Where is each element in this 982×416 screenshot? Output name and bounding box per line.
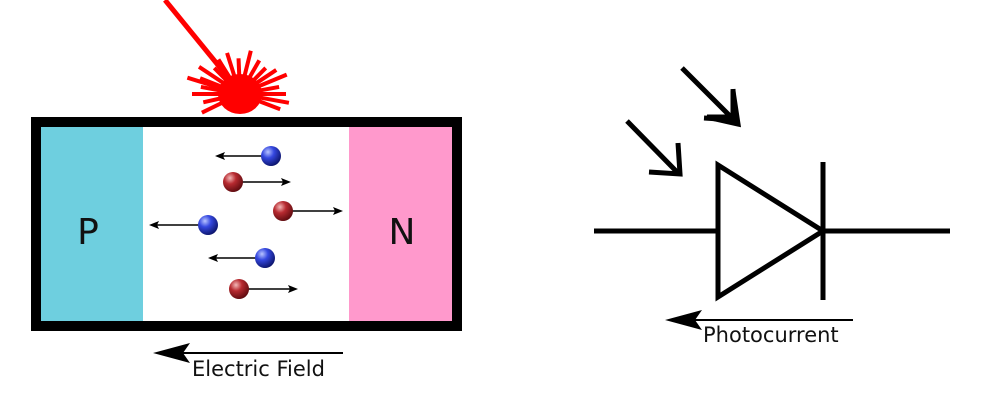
light-arrow-icon xyxy=(625,119,683,177)
photocurrent-label: Photocurrent xyxy=(703,323,839,347)
diode-triangle xyxy=(715,160,828,302)
light-burst-core xyxy=(218,74,262,114)
photocurrent-arrow xyxy=(665,310,853,330)
electric-field-arrow xyxy=(153,343,343,363)
light-burst-icon xyxy=(186,50,290,115)
charge-carriers xyxy=(149,146,343,299)
device-outline xyxy=(31,117,462,331)
hole-carrier xyxy=(273,201,343,221)
hole-carrier xyxy=(223,172,291,192)
electron-carrier xyxy=(215,146,281,166)
hole-carrier xyxy=(229,279,298,299)
hole-icon xyxy=(229,279,249,299)
electron-icon xyxy=(198,215,218,235)
p-region-label: P xyxy=(77,212,99,253)
hole-icon xyxy=(223,172,243,192)
p-region xyxy=(36,122,143,326)
pn-junction-device: P N xyxy=(31,0,462,381)
hole-icon xyxy=(273,201,293,221)
electron-carrier xyxy=(149,215,218,235)
photodiode-symbol: Photocurrent xyxy=(594,66,950,347)
electron-carrier xyxy=(208,248,275,268)
electron-icon xyxy=(255,248,275,268)
electron-icon xyxy=(261,146,281,166)
electric-field-label: Electric Field xyxy=(192,357,325,381)
n-region-label: N xyxy=(389,212,416,253)
n-region xyxy=(349,122,457,326)
light-arrow-icon xyxy=(680,66,742,128)
